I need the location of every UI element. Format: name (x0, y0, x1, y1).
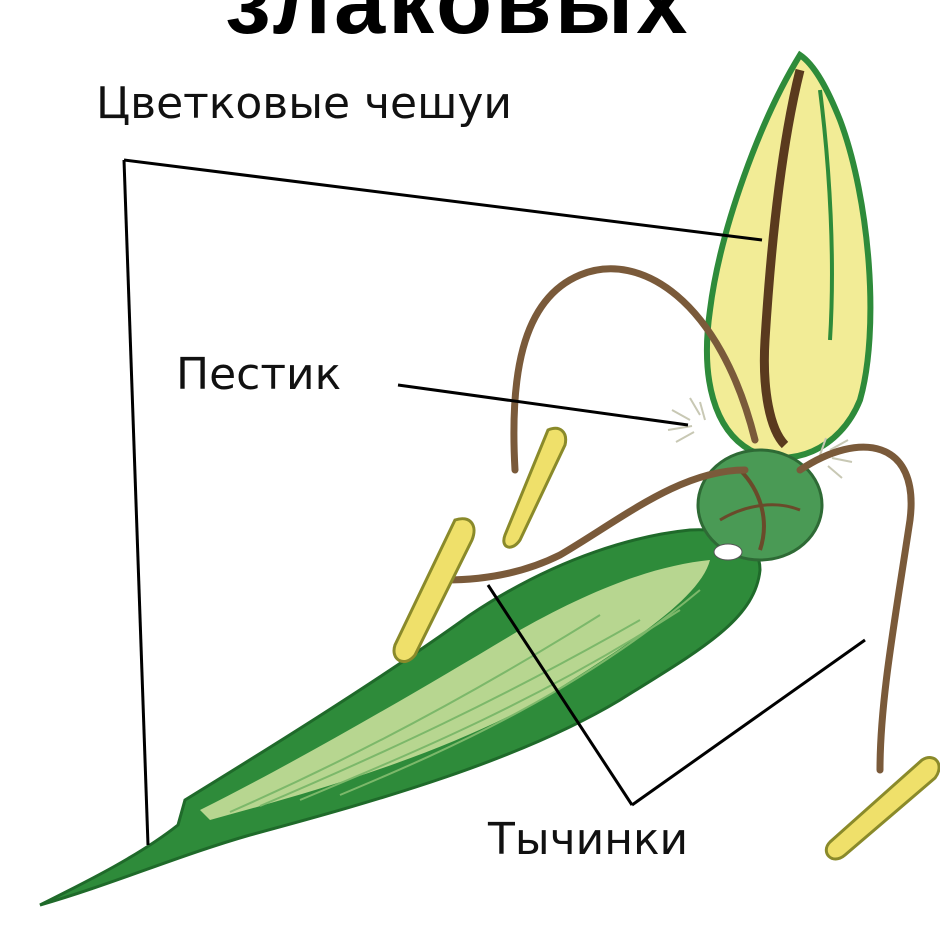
label-stamens: Тычинки (488, 818, 688, 862)
label-flower-scales: Цветковые чешуи (96, 82, 512, 126)
scales-leader-to-inner (124, 160, 762, 240)
pistil-leader (398, 385, 688, 425)
scales-leader-to-outer (124, 160, 148, 845)
anther-right (826, 758, 939, 859)
inner-flower-scale (707, 55, 870, 458)
label-pistil: Пестик (176, 353, 341, 397)
